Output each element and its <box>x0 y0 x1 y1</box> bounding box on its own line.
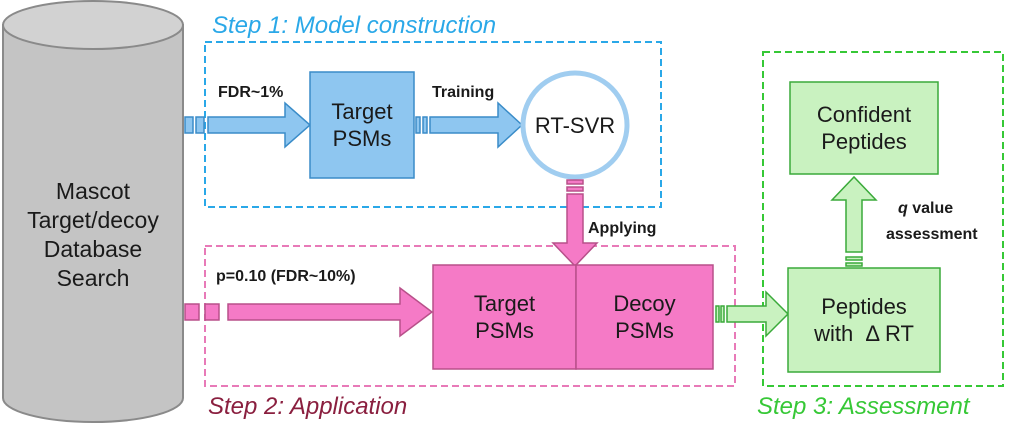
step2-title: Step 2: Application <box>208 393 408 420</box>
database-label: Mascot Target/decoy Database Search <box>3 170 183 300</box>
arrow-p010 <box>184 286 434 338</box>
database-line-1: Mascot <box>55 178 131 204</box>
decoy-psms-box <box>575 264 714 370</box>
p010-label: p=0.10 (FDR~10%) <box>216 268 356 285</box>
peptides-rt-box <box>787 267 941 373</box>
target-psms-1-line-1: Target <box>331 99 393 124</box>
target-psms-1-box <box>309 71 415 179</box>
target-psms-2-line-1: Target <box>473 291 536 316</box>
arrow-training <box>415 101 524 149</box>
arrow-fdr1 <box>184 101 312 149</box>
database-cylinder <box>2 0 184 423</box>
database-line-3: Database <box>43 236 143 262</box>
arrow-to-peptides <box>715 290 790 338</box>
qvalue-rest: value <box>907 200 954 217</box>
target-psms-2-box <box>432 264 577 370</box>
applying-label: Applying <box>588 220 657 237</box>
confident-line-2: Peptides <box>821 129 907 154</box>
confident-line-1: Confident <box>816 102 912 127</box>
target-psms-1: Target PSMs <box>310 72 414 178</box>
confident-peptides-box <box>789 81 939 175</box>
arrow-applying <box>551 179 599 268</box>
fdr1-label: FDR~1% <box>218 84 284 101</box>
decoy-psms-line-1: Decoy <box>613 291 676 316</box>
database-line-4: Search <box>56 265 130 291</box>
target-psms-1-line-2: PSMs <box>332 126 392 151</box>
qvalue-q: q <box>898 200 908 217</box>
arrow-qvalue <box>830 175 878 267</box>
training-label: Training <box>432 84 495 101</box>
rt-svr-circle <box>520 70 630 180</box>
step1-container <box>204 41 662 208</box>
qvalue-label: q value <box>898 200 953 218</box>
target-psms-2-line-2: PSMs <box>475 318 534 343</box>
database-line-2: Target/decoy <box>27 207 159 233</box>
confident-peptides: Confident Peptides <box>790 82 938 174</box>
assessment-label: assessment <box>886 226 978 243</box>
decoy-psms: Decoy PSMs <box>576 265 713 369</box>
step1-title: Step 1: Model construction <box>212 12 497 39</box>
peptides-rt-line-2: with Δ RT <box>814 321 914 346</box>
peptides-rt-line-1: Peptides <box>821 294 907 319</box>
decoy-psms-line-2: PSMs <box>615 318 674 343</box>
step3-container <box>762 51 1004 387</box>
target-psms-2: Target PSMs <box>433 265 576 369</box>
rt-svr-label: RT-SVR <box>534 112 616 138</box>
step3-title: Step 3: Assessment <box>757 393 970 420</box>
peptides-rt: Peptides with Δ RT <box>788 268 940 372</box>
